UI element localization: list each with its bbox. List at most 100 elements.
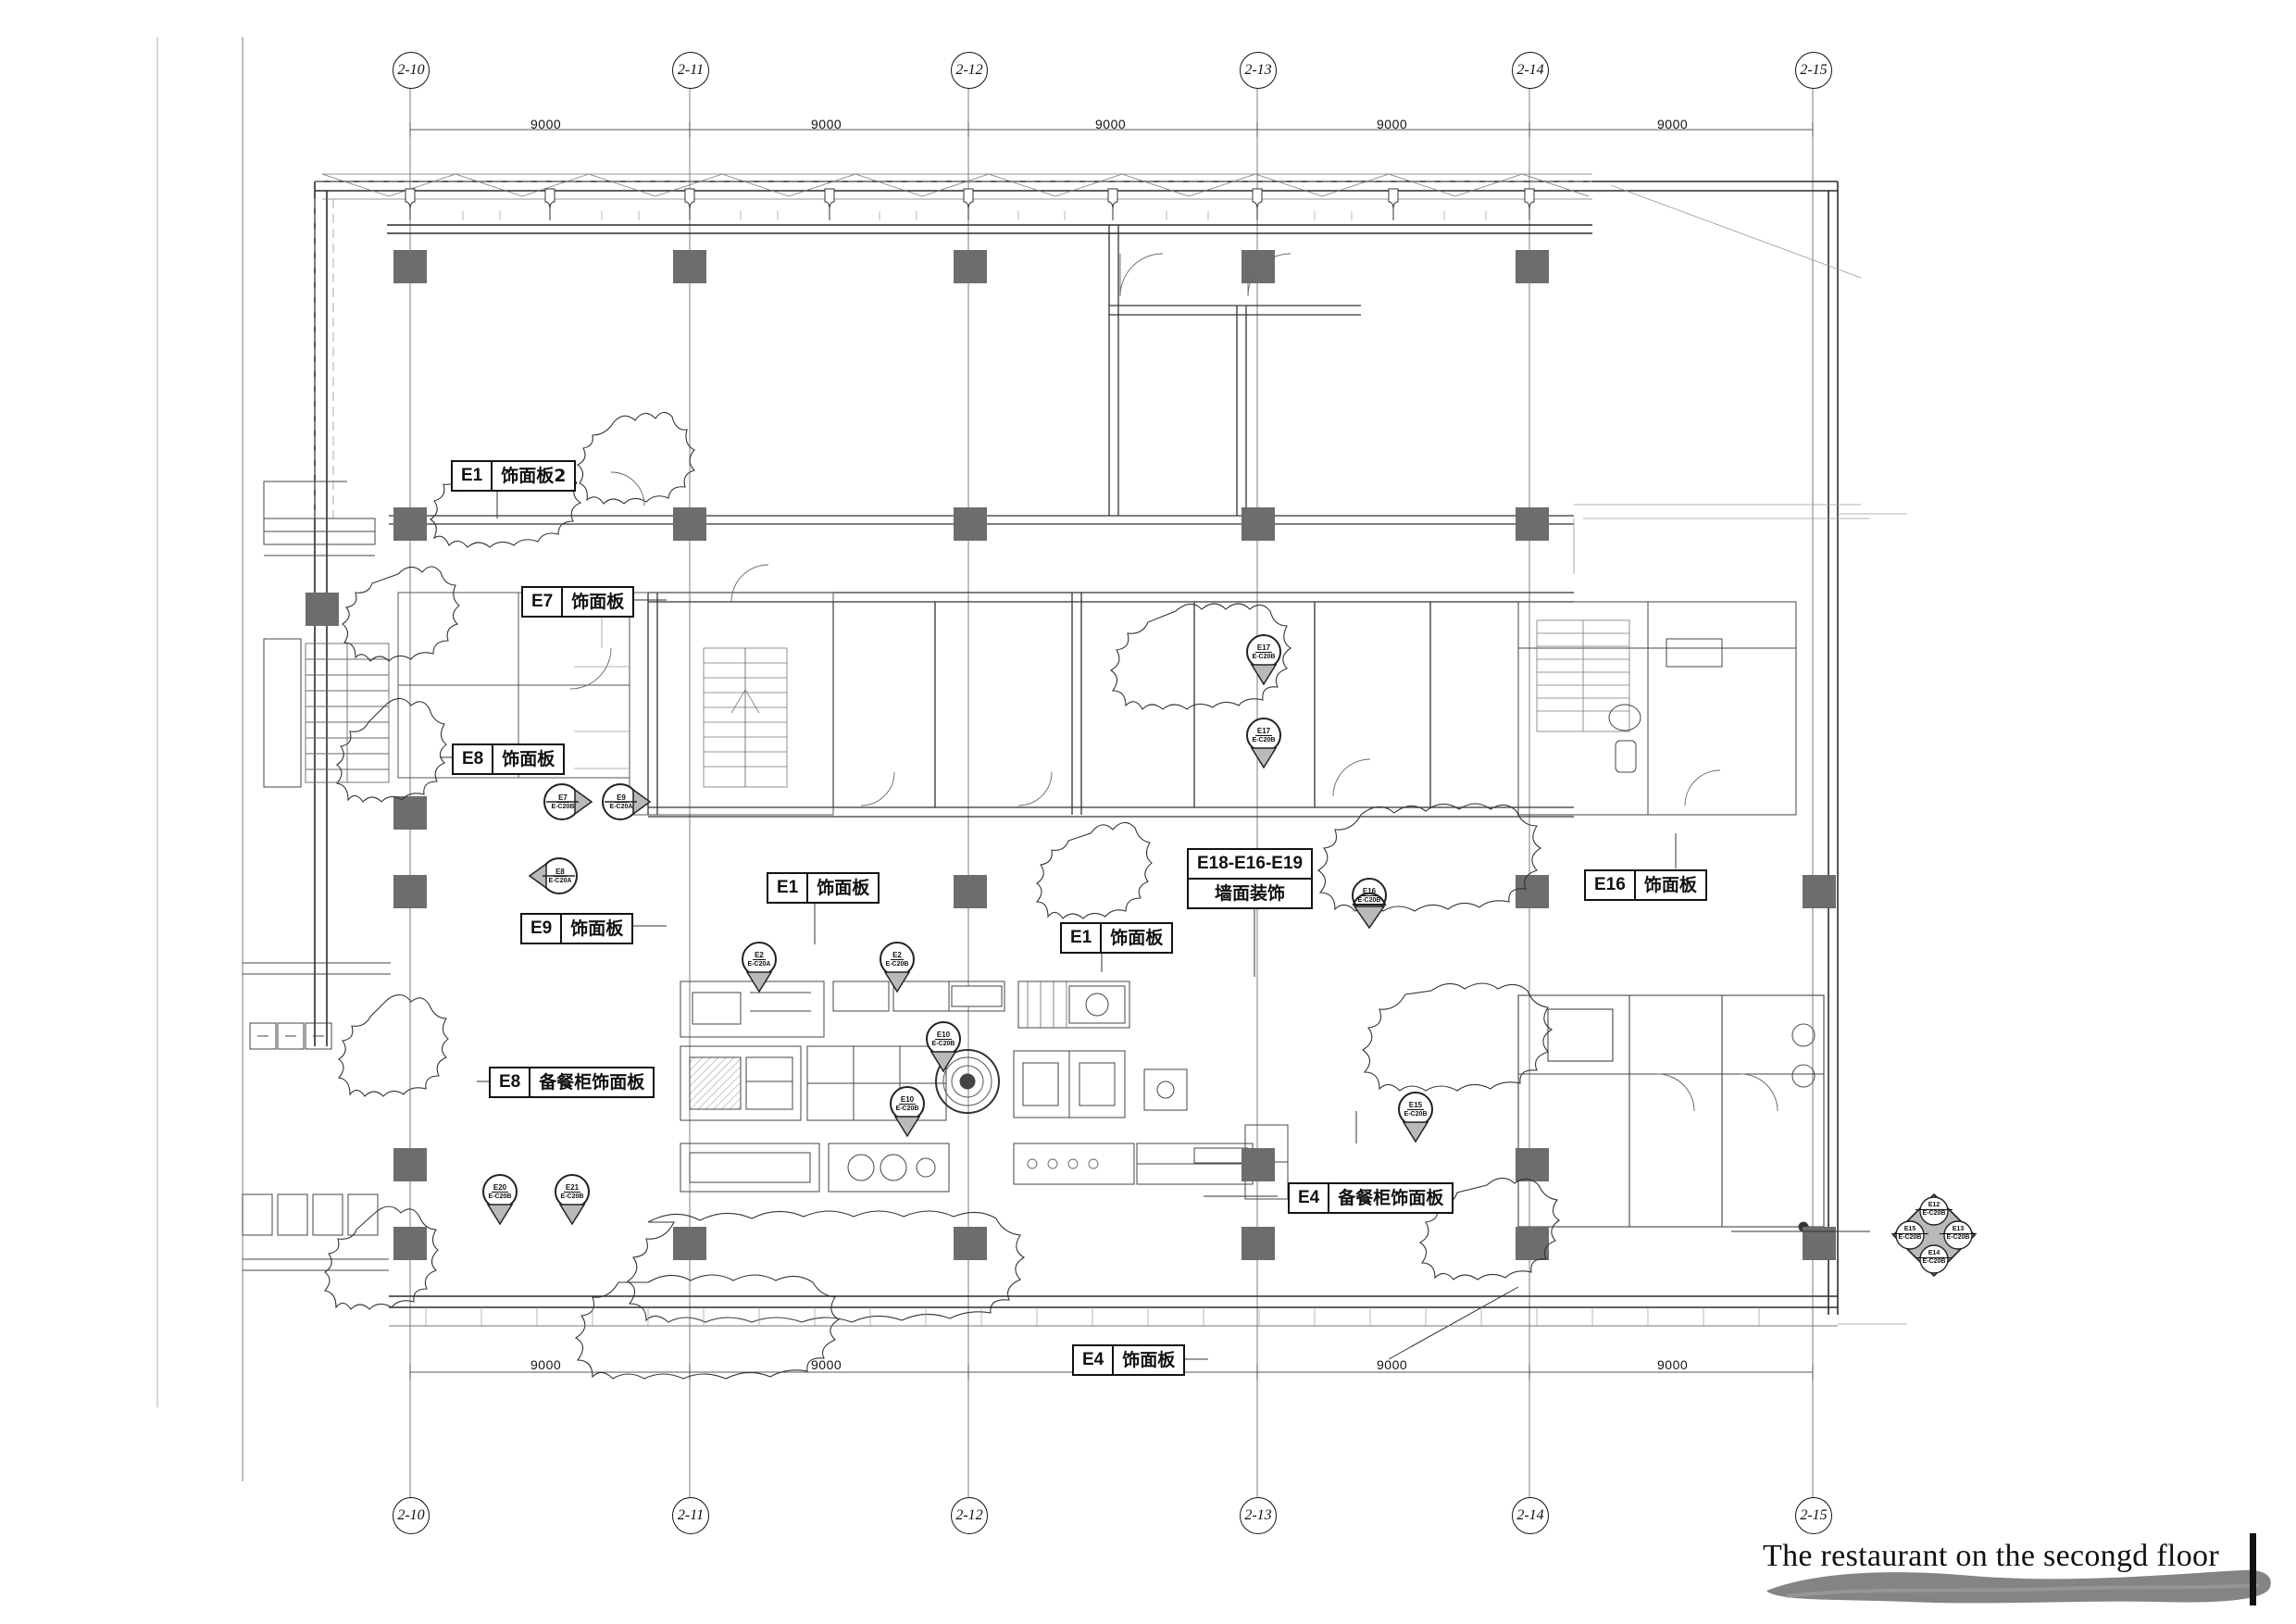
- canopy-truss: [321, 173, 1592, 200]
- material-callout-e8-sideboard[interactable]: E8 备餐柜饰面板: [489, 1067, 655, 1098]
- callout-desc: 饰面板: [806, 874, 878, 902]
- material-callout-e4-sideboard[interactable]: E4 备餐柜饰面板: [1288, 1182, 1454, 1214]
- right-lower-rooms: [1517, 994, 1825, 1232]
- grid-bubble-top[interactable]: 2-12: [951, 52, 988, 89]
- marker-sheet: E-C20A: [548, 877, 572, 884]
- callout-desc: 墙面装饰: [1215, 883, 1286, 904]
- grid-bubble-bottom[interactable]: 2-13: [1240, 1497, 1277, 1534]
- marker-sheet: E-C20B: [1252, 736, 1276, 743]
- elevation-marker-e17-a[interactable]: E17 E-C20B: [1245, 633, 1282, 686]
- marker-sheet: E-C20B: [1357, 896, 1381, 904]
- grid-bubble-bottom[interactable]: 2-12: [951, 1497, 988, 1534]
- right-service-core: [1517, 601, 1797, 816]
- grid-bubble-bottom[interactable]: 2-15: [1795, 1497, 1832, 1534]
- callout-desc: 饰面板: [1633, 871, 1705, 899]
- dimension-label-bottom: 9000: [530, 1357, 562, 1372]
- marker-sheet: E-C20B: [1404, 1110, 1428, 1118]
- dimension-label-bottom: 9000: [1657, 1357, 1689, 1372]
- elevation-marker-e10-b[interactable]: E10 E-C20B: [889, 1085, 926, 1138]
- material-callout-e18-e16-e19[interactable]: E18-E16-E19 墙面装饰: [1187, 848, 1314, 909]
- diamond-right-id: E13: [1940, 1226, 1977, 1234]
- marker-id: E17: [1254, 643, 1273, 653]
- ceiling-mullion-drops: [405, 188, 1535, 220]
- diamond-top-id: E12: [1915, 1202, 1953, 1210]
- callout-desc: 饰面板: [492, 745, 563, 773]
- material-callout-e1-2[interactable]: E1 饰面板2: [451, 460, 577, 492]
- elevation-marker-e21[interactable]: E21 E-C20B: [554, 1173, 591, 1226]
- left-service-core: [242, 481, 391, 1271]
- elevation-arrow-down-icon: [1352, 878, 1387, 930]
- marker-sheet: E-C20B: [560, 1193, 584, 1200]
- diamond-left-sheet: E-C20B: [1898, 1234, 1922, 1241]
- diamond-bottom-sheet: E-C20B: [1922, 1258, 1946, 1265]
- callout-desc: 饰面板: [561, 588, 632, 616]
- elevation-marker-e2-a[interactable]: E2 E-C20A: [741, 941, 778, 993]
- marker-id: E10: [898, 1094, 917, 1105]
- elevation-marker-e10-a[interactable]: E10 E-C20B: [925, 1020, 962, 1073]
- callout-desc: 饰面板: [1100, 924, 1171, 952]
- grid-bubble-top[interactable]: 2-14: [1512, 52, 1549, 89]
- elevation-marker-e8[interactable]: E8 E-C20A: [524, 856, 578, 894]
- elevation-marker-e17-b[interactable]: E17 E-C20B: [1245, 717, 1282, 769]
- grid-bubble-top[interactable]: 2-11: [672, 52, 709, 89]
- callout-code: E1: [777, 878, 799, 897]
- grid-bubble-top[interactable]: 2-13: [1240, 52, 1277, 89]
- grid-bubble-bottom[interactable]: 2-10: [393, 1497, 430, 1534]
- revision-clouds: [323, 411, 1560, 1380]
- marker-sheet: E-C20B: [895, 1105, 919, 1112]
- structural-columns: [306, 250, 1836, 1260]
- material-callout-e1-center[interactable]: E1 饰面板: [767, 872, 880, 904]
- elevation-marker-e15[interactable]: E15 E-C20B: [1397, 1091, 1434, 1143]
- material-callout-e1-mid[interactable]: E1 饰面板: [1060, 922, 1174, 954]
- marker-id: E21: [563, 1182, 581, 1193]
- kitchen-partitions: [397, 592, 834, 816]
- callout-code: E18-E16-E19: [1189, 850, 1312, 880]
- elevation-marker-e7[interactable]: E7 E-C20B: [543, 782, 593, 820]
- upper-dashed-band: [314, 181, 1592, 518]
- callout-desc: 饰面板: [560, 915, 631, 943]
- marker-id: E20: [491, 1182, 509, 1193]
- marker-id: E8: [554, 867, 567, 877]
- grid-bubble-bottom[interactable]: 2-14: [1512, 1497, 1549, 1534]
- marker-id: E9: [615, 793, 628, 803]
- callout-code: E8: [462, 749, 484, 768]
- marker-sheet: E-C20B: [488, 1193, 512, 1200]
- diamond-right-sheet: E-C20B: [1946, 1234, 1970, 1241]
- marker-sheet: E-C20A: [609, 803, 633, 810]
- material-callout-e9[interactable]: E9 饰面板: [520, 913, 634, 944]
- callout-desc: 饰面板: [1112, 1346, 1183, 1374]
- grid-bubble-bottom[interactable]: 2-11: [672, 1497, 709, 1534]
- elevation-marker-e16[interactable]: E16 E-C20B: [1351, 877, 1388, 930]
- marker-sheet: E-C20B: [551, 803, 575, 810]
- four-way-elevation-marker[interactable]: E12 E-C20B E13 E-C20B E14 E-C20B E15 E-C…: [1891, 1193, 1977, 1278]
- marker-id: E17: [1254, 726, 1273, 736]
- elevation-marker-e2-b[interactable]: E2 E-C20B: [879, 941, 916, 993]
- dimension-label-top: 9000: [530, 117, 562, 131]
- elevation-marker-e9[interactable]: E9 E-C20A: [602, 782, 652, 820]
- dimension-label-top: 9000: [1657, 117, 1689, 131]
- diamond-marker-icon: [1891, 1193, 1977, 1278]
- material-callout-e7[interactable]: E7 饰面板: [521, 586, 635, 618]
- material-callout-e16[interactable]: E16 饰面板: [1584, 869, 1707, 901]
- material-callout-e4[interactable]: E4 饰面板: [1072, 1344, 1186, 1376]
- dimension-label-bottom: 9000: [811, 1357, 842, 1372]
- diamond-left-id: E15: [1891, 1226, 1928, 1234]
- bottom-curb: [389, 1307, 1838, 1327]
- callout-desc: 饰面板2: [491, 462, 574, 490]
- marker-id: E2: [753, 950, 766, 960]
- sheet-title: The restaurant on the secongd floor: [1763, 1539, 2219, 1573]
- kitchen-equipment: [680, 981, 1289, 1200]
- marker-id: E2: [891, 950, 904, 960]
- material-callout-e8[interactable]: E8 饰面板: [452, 743, 566, 775]
- callout-code: E1: [1070, 928, 1092, 947]
- marker-id: E16: [1360, 886, 1379, 896]
- dimension-label-top: 9000: [1095, 117, 1127, 131]
- marker-sheet: E-C20B: [885, 960, 909, 968]
- misc-annotation: [156, 37, 1907, 1407]
- grid-bubble-top[interactable]: 2-10: [393, 52, 430, 89]
- door-swings: [569, 253, 1721, 806]
- grid-bubble-top[interactable]: 2-15: [1795, 52, 1832, 89]
- diamond-bottom-id: E14: [1915, 1250, 1953, 1258]
- elevation-marker-e20[interactable]: E20 E-C20B: [481, 1173, 518, 1226]
